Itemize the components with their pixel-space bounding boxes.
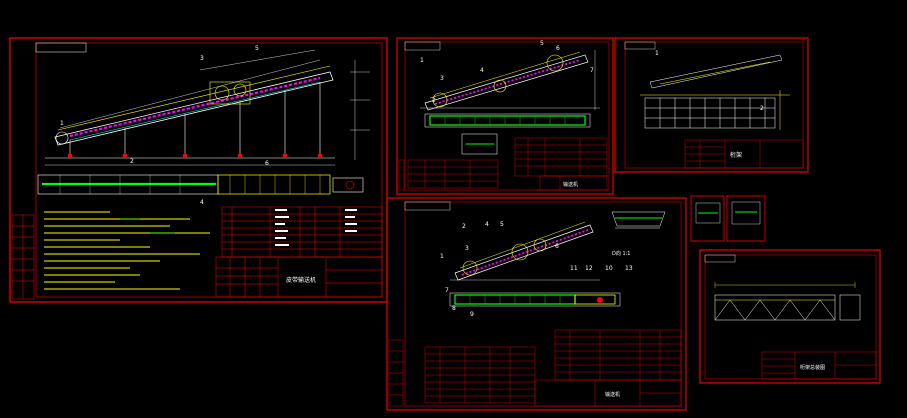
sheet-2-parts-list xyxy=(407,137,608,189)
sheet-2-callout-3: 3 xyxy=(440,75,444,82)
sheet-4-conveyor-plan xyxy=(449,292,621,307)
sheet-3-truss-plan xyxy=(644,97,776,129)
sheet-1-title: 皮带输送机 xyxy=(286,276,316,284)
sheet-1-conveyor-elevation xyxy=(45,49,370,166)
sheet-2-callout-1: 1 xyxy=(420,57,424,64)
sheet-4: D向 1:1 输送机 xyxy=(386,197,687,411)
sheet-3-frame xyxy=(614,37,809,173)
sheet-5-truss-elevation xyxy=(714,294,861,321)
sheet-4-callout-11: 11 xyxy=(570,265,578,272)
sheet-4-title: 输送机 xyxy=(605,391,620,398)
sheet-4-callout-13: 13 xyxy=(625,265,633,272)
sheet-1-callout-1: 1 xyxy=(60,120,64,127)
sheet-4-frame xyxy=(386,197,687,411)
sheet-4-callout-9: 9 xyxy=(470,311,474,318)
sheet-2-callout-7: 7 xyxy=(590,67,594,74)
sheet-4-callout-7: 7 xyxy=(445,287,449,294)
sheet-5: 桁架总装图 xyxy=(699,249,881,384)
sheet-1-callout-4: 4 xyxy=(200,199,204,206)
sheet-1-conveyor-plan xyxy=(37,174,364,195)
detail-sheet-b xyxy=(726,195,766,242)
sheet-4-callout-1: 1 xyxy=(440,253,444,260)
sheet-1-parts-list xyxy=(221,206,383,258)
detail-sheet-a xyxy=(690,195,725,242)
sheet-1-frame xyxy=(9,37,388,303)
sheet-5-frame xyxy=(699,249,881,384)
sheet-3-callout-1: 1 xyxy=(655,50,659,57)
sheet-2: 输送机 xyxy=(396,37,614,195)
sheet-3-title: 桁架 xyxy=(730,151,742,159)
sheet-5-title: 桁架总装图 xyxy=(800,364,825,371)
sheet-4-parts-list xyxy=(424,329,682,404)
sheet-5-title-block xyxy=(761,351,877,380)
sheet-1-title-block xyxy=(215,256,383,298)
sheet-4-callout-6: 6 xyxy=(555,243,559,250)
sheet-2-conveyor-elevation xyxy=(420,50,600,111)
sheet-2-title-block xyxy=(539,175,608,191)
sheet-2-callout-2: 2 xyxy=(432,97,436,104)
sheet-4-callout-3: 3 xyxy=(465,245,469,252)
sheet-4-title-block xyxy=(534,379,682,407)
sheet-2-title: 输送机 xyxy=(563,181,578,188)
sheet-4-section-view xyxy=(611,211,666,229)
sheet-2-frame xyxy=(396,37,614,195)
sheet-4-conveyor-elevation xyxy=(450,221,600,281)
sheet-1-callout-3: 3 xyxy=(200,55,204,62)
sheet-1: 皮带输送机 xyxy=(9,37,388,303)
sheet-4-callout-4: 4 xyxy=(485,221,489,228)
sheet-4-callout-12: 12 xyxy=(585,265,593,272)
sheet-4-callout-2: 2 xyxy=(462,223,466,230)
sheet-4-callout-5: 5 xyxy=(500,221,504,228)
sheet-2-callout-5: 5 xyxy=(540,40,544,47)
sheet-4-section-label: D向 1:1 xyxy=(612,250,631,257)
sheet-4-callout-10: 10 xyxy=(605,265,613,272)
sheet-3-truss-elevation xyxy=(649,54,783,89)
sheet-1-callout-6: 6 xyxy=(265,160,269,167)
sheet-2-conveyor-plan xyxy=(424,113,591,155)
sheet-1-callout-2: 2 xyxy=(130,158,134,165)
sheet-1-notes xyxy=(44,211,210,290)
sheet-3-title-block xyxy=(684,139,804,169)
sheet-3-callout-2: 2 xyxy=(760,105,764,112)
sheet-4-callout-8: 8 xyxy=(452,305,456,312)
sheet-1-callout-5: 5 xyxy=(255,45,259,52)
sheet-2-callout-4: 4 xyxy=(480,67,484,74)
sheet-2-callout-6: 6 xyxy=(556,45,560,52)
sheet-3: 桁架 xyxy=(614,37,809,173)
